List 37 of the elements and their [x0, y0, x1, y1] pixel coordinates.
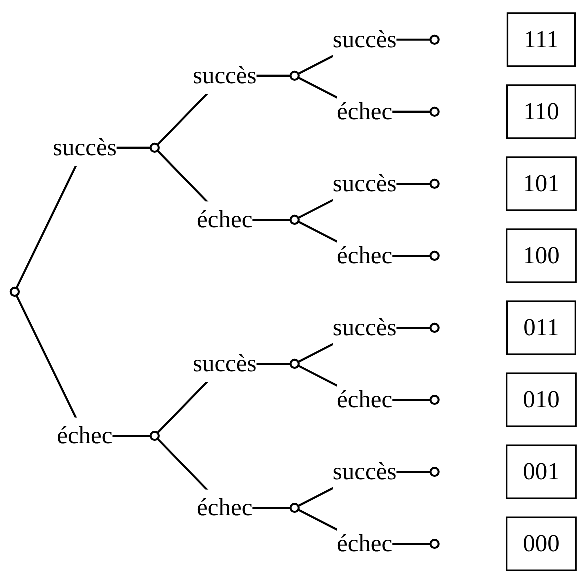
edge-label: succès [332, 314, 397, 341]
node-circle [290, 358, 300, 370]
edge-label: échec [336, 242, 393, 269]
node-box: 100 [506, 228, 577, 284]
edge-label: échec [336, 98, 393, 125]
node-circle [430, 178, 440, 190]
node-box: 010 [506, 372, 577, 428]
node-circle [290, 502, 300, 514]
edge-label: succès [192, 350, 257, 377]
node-circle [10, 286, 20, 298]
node-circle [290, 70, 300, 82]
edge-label: succès [53, 134, 117, 161]
node-box: 101 [506, 156, 577, 212]
node-circle [290, 214, 300, 226]
edge-label: échec [336, 530, 393, 557]
edge-label: échec [336, 386, 393, 413]
edge-label: échec [197, 206, 253, 233]
edge-label: succès [192, 62, 257, 89]
node-circle [430, 538, 440, 550]
node-circle [430, 466, 440, 478]
node-circle [430, 322, 440, 334]
node-box: 011 [506, 300, 576, 356]
edge-label: succès [332, 26, 397, 53]
edge-label: échec [57, 422, 113, 449]
node-circle [430, 106, 440, 118]
node-box: 001 [506, 444, 577, 500]
edge-label: échec [197, 494, 253, 521]
node-circle [430, 34, 440, 46]
node-circle [430, 394, 440, 406]
edge-label: succès [332, 458, 397, 485]
node-box: 110 [506, 84, 576, 140]
edge-label: succès [332, 170, 397, 197]
node-circle [150, 142, 160, 154]
node-circle [150, 430, 160, 442]
node-circle [430, 250, 440, 262]
node-box: 000 [506, 516, 577, 572]
node-box: 111 [506, 12, 576, 68]
